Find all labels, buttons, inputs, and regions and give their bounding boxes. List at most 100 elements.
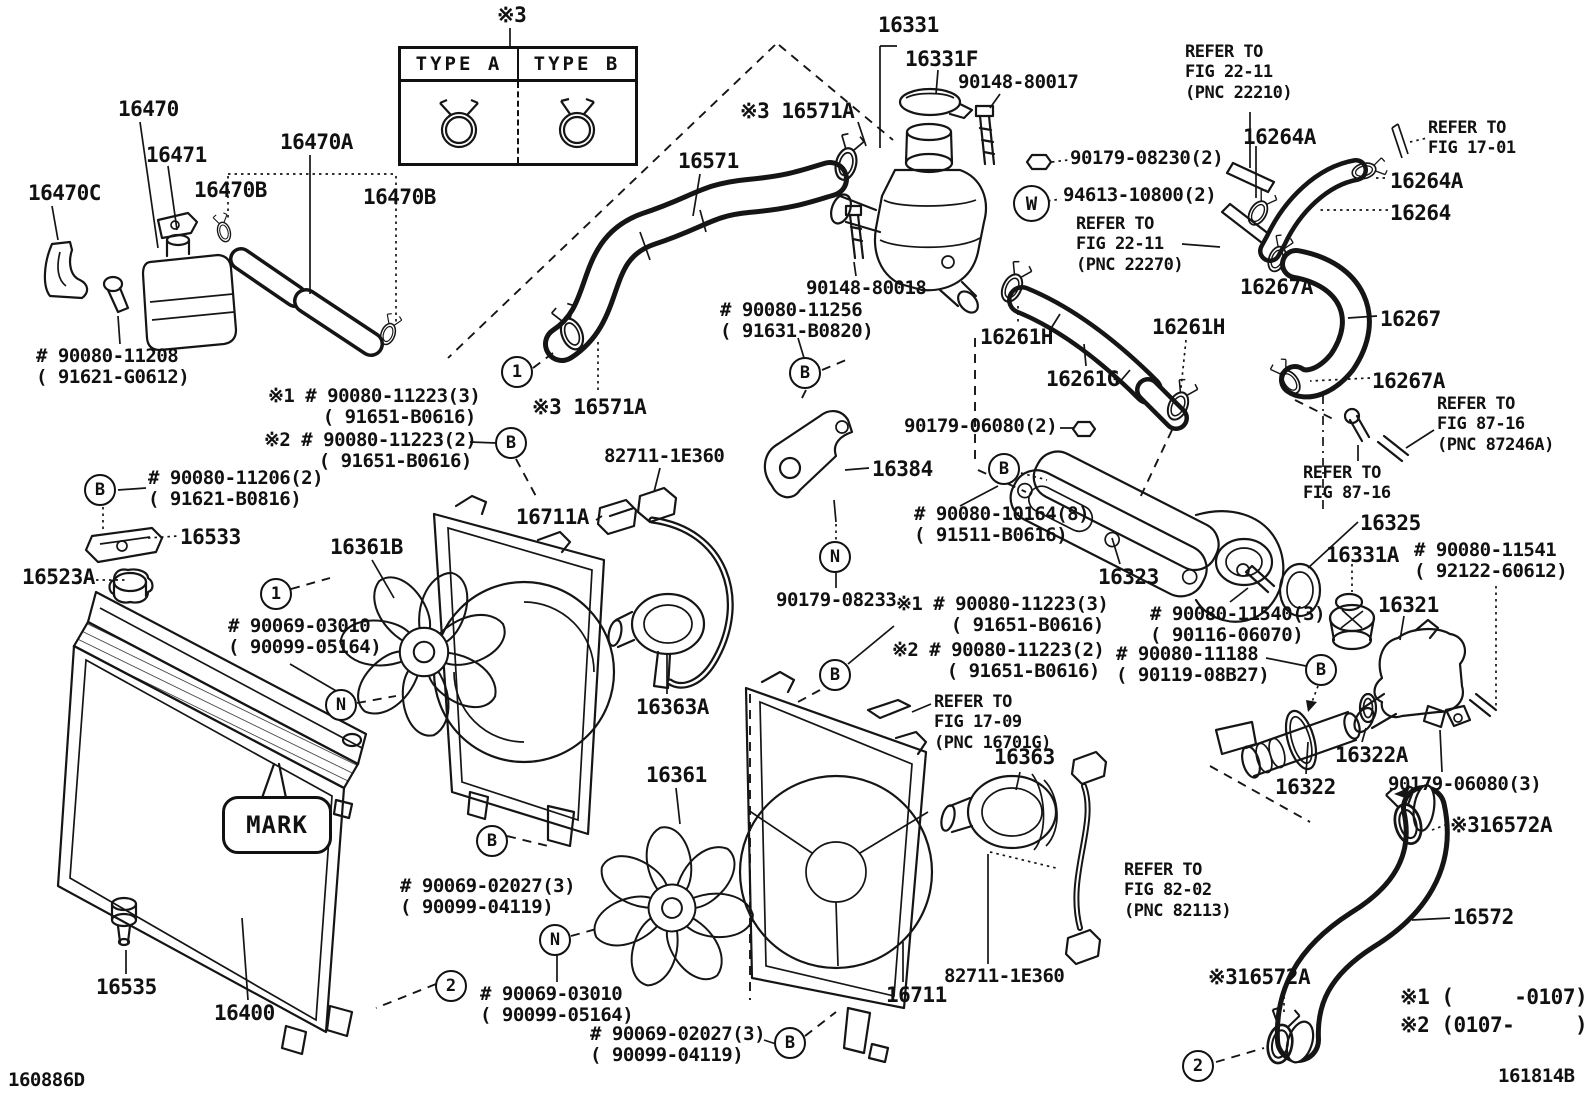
lower-hose-16572-group — [1262, 782, 1451, 1067]
part-label-16470C: 16470C — [28, 181, 101, 205]
part-label-16470: 16470 — [118, 97, 179, 121]
water-inlet-housing-16321-group — [1214, 586, 1498, 779]
drawing-code-left: 160886D — [8, 1069, 85, 1091]
part-label-16535: 16535 — [96, 975, 157, 999]
drawing-code-right: 161814B — [1498, 1065, 1575, 1087]
part-label-16471: 16471 — [146, 143, 207, 167]
bracket-16533-group — [84, 507, 179, 604]
part-label-90069-03010-1: # 90069-03010 ( 90099-05164) — [228, 615, 382, 658]
part-label-90080-11223-b2: ※2 # 90080-11223(2) ( 91651-B0616) — [892, 639, 1105, 682]
part-label-16470A: 16470A — [280, 130, 353, 154]
part-label-16322: 16322 — [1275, 775, 1336, 799]
part-label-16711A: 16711A — [516, 505, 589, 529]
part-label-90179-06080-3: 90179-06080(3) — [1388, 773, 1542, 795]
part-label-90080-11223-b1: ※1 # 90080-11223(3) ( 91651-B0616) — [896, 593, 1109, 636]
part-label-90080-11541: # 90080-11541 ( 92122-60612) — [1414, 539, 1568, 582]
part-label-16261G: 16261G — [1046, 367, 1119, 391]
part-label-16533: 16533 — [180, 525, 241, 549]
part-label-82711-1E360-1: 82711-1E360 — [604, 445, 725, 467]
part-label-16267A-1: 16267A — [1240, 275, 1313, 299]
type-b-header: TYPE B — [533, 53, 621, 75]
part-label-16572A-1: ※316572A — [1450, 813, 1553, 837]
part-label-16571: 16571 — [678, 149, 739, 173]
part-label-90179-08230: 90179-08230(2) — [1070, 147, 1224, 169]
heater-hose-16264-16267-group — [1258, 123, 1428, 400]
upper-hose-16571-group — [543, 121, 867, 394]
part-label-90080-11256: # 90080-11256 ( 91631-B0820) — [720, 299, 874, 342]
bracket-16384 — [763, 410, 870, 588]
bypass-hose-16261-group — [995, 258, 1201, 431]
note-3-marker: ※3 — [497, 3, 527, 27]
refer-fig-22-11-a: REFER TO FIG 22-11 (PNC 22210) — [1185, 42, 1293, 103]
refer-fig-17-09: REFER TO FIG 17-09 (PNC 16701G) — [934, 692, 1051, 753]
callout-b-2: B — [495, 427, 527, 459]
callout-1-1: 1 — [501, 356, 533, 388]
mark-callout: MARK — [222, 796, 332, 854]
part-label-16261H-1: 16261H — [980, 325, 1053, 349]
refer-fig-17-01: REFER TO FIG 17-01 — [1428, 118, 1516, 159]
callout-links — [117, 349, 1265, 1063]
part-label-16325: 16325 — [1360, 511, 1421, 535]
callout-n-3: N — [819, 541, 851, 573]
part-label-16331A: 16331A — [1326, 543, 1399, 567]
callout-b-3: B — [476, 825, 508, 857]
part-label-16572A-2: ※316572A — [1208, 965, 1311, 989]
part-label-16322A: 16322A — [1335, 743, 1408, 767]
part-label-16571A-2: ※3 16571A — [532, 395, 647, 419]
part-label-16572: 16572 — [1453, 905, 1514, 929]
part-label-90080-11223-a2: ※2 # 90080-11223(2) ( 91651-B0616) — [264, 429, 477, 472]
callout-2-2: 2 — [1182, 1050, 1214, 1082]
refer-fig-87-16-a: REFER TO FIG 87-16 — [1303, 463, 1391, 504]
part-label-90069-02027-1: # 90069-02027(3) ( 90099-04119) — [400, 875, 576, 918]
water-outlet-16331-group — [797, 45, 1280, 359]
callout-w-1: W — [1013, 185, 1050, 222]
fan-shroud-16711A-group — [335, 467, 734, 848]
callout-b-7: B — [988, 453, 1020, 485]
part-label-90080-11206: # 90080-11206(2) ( 91621-B0816) — [148, 467, 324, 510]
footnote-2: ※2 (0107- ) — [1400, 1013, 1588, 1037]
part-label-90080-11188: # 90080-11188 ( 90119-08B27) — [1116, 643, 1270, 686]
reserve-tank-16470-group — [43, 121, 404, 357]
callout-b-5: B — [789, 357, 821, 389]
part-label-16264A-2: 16264A — [1390, 169, 1463, 193]
part-label-90148-80018: 90148-80018 — [806, 277, 927, 299]
part-label-94613-10800: 94613-10800(2) — [1063, 184, 1217, 206]
part-label-16361B: 16361B — [330, 535, 403, 559]
part-label-90080-11208: # 90080-11208 ( 91621-G0612) — [36, 345, 190, 388]
refer-fig-82-02: REFER TO FIG 82-02 (PNC 82113) — [1124, 860, 1232, 921]
part-label-16321: 16321 — [1378, 593, 1439, 617]
part-label-16711: 16711 — [886, 983, 947, 1007]
callout-b-6: B — [819, 659, 851, 691]
part-label-16470B-2: 16470B — [363, 185, 436, 209]
part-label-90179-06080-2: 90179-06080(2) — [904, 415, 1058, 437]
part-label-16331F: 16331F — [905, 47, 978, 71]
clamp-type-table: TYPE A TYPE B — [398, 46, 638, 166]
part-label-90069-02027-2: # 90069-02027(3) ( 90099-04119) — [590, 1023, 766, 1066]
part-label-90179-08233: 90179-08233 — [776, 589, 897, 611]
callout-b-1: B — [84, 474, 116, 506]
clamp-type-b-icon — [519, 82, 635, 163]
radiator-16400-group — [56, 571, 368, 1056]
part-label-16267: 16267 — [1380, 307, 1441, 331]
part-label-90069-03010-2: # 90069-03010 ( 90099-05164) — [480, 983, 634, 1026]
part-label-16323: 16323 — [1098, 565, 1159, 589]
footnote-1: ※1 ( -0107) — [1400, 985, 1588, 1009]
water-inlet-16323-group — [959, 407, 1435, 623]
callout-n-1: N — [325, 689, 357, 721]
callout-n-2: N — [539, 924, 571, 956]
fan-shroud-16711-group — [289, 625, 1108, 1064]
clamp-type-a-icon — [401, 82, 519, 163]
part-label-90148-80017: 90148-80017 — [958, 71, 1079, 93]
part-label-16264: 16264 — [1390, 201, 1451, 225]
callout-2-1: 2 — [435, 970, 467, 1002]
part-label-16571A-1: ※3 16571A — [740, 99, 855, 123]
refer-fig-22-11-b: REFER TO FIG 22-11 (PNC 22270) — [1076, 214, 1184, 275]
callout-1-2: 1 — [260, 578, 292, 610]
part-label-16361: 16361 — [646, 763, 707, 787]
type-a-header: TYPE A — [401, 49, 519, 79]
part-label-16264A-1: 16264A — [1243, 125, 1316, 149]
part-label-82711-1E360-2: 82711-1E360 — [944, 965, 1065, 987]
part-label-16470B-1: 16470B — [194, 178, 267, 202]
callout-b-4: B — [774, 1027, 806, 1059]
